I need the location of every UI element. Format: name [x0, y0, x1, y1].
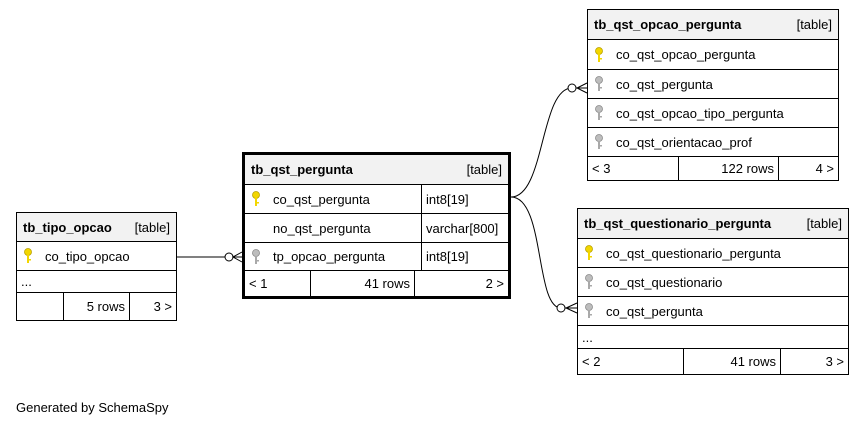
table-kind: [table] — [466, 162, 502, 177]
column-row[interactable]: co_tipo_opcao — [17, 242, 176, 271]
table-footer: < 3 122 rows 4 > — [588, 157, 838, 180]
footer-parents[interactable]: < 2 — [578, 349, 684, 374]
column-row[interactable]: no_qst_pergunta varchar[800] — [245, 214, 508, 243]
relationship-crowfoot — [564, 302, 578, 314]
primary-key-icon — [594, 46, 608, 63]
table-kind: [table] — [806, 216, 842, 231]
table-tb-qst-opcao-pergunta[interactable]: tb_qst_opcao_pergunta [table] co_qst_opc… — [587, 9, 839, 181]
column-type: int8[19] — [421, 243, 508, 270]
table-name: tb_qst_pergunta — [251, 162, 353, 177]
relationship-optional-marker — [567, 83, 577, 93]
column-row[interactable]: co_qst_pergunta — [578, 297, 848, 326]
column-name: co_qst_pergunta — [273, 191, 370, 207]
relationship-crowfoot — [575, 82, 588, 94]
foreign-key-icon — [584, 303, 598, 319]
column-row[interactable]: co_qst_questionario — [578, 268, 848, 297]
footer-row-count: 122 rows — [679, 157, 779, 180]
column-name: co_qst_opcao_tipo_pergunta — [616, 105, 784, 121]
column-name: co_qst_questionario — [606, 274, 723, 290]
table-kind: [table] — [796, 17, 832, 32]
footer-children[interactable]: 2 > — [485, 276, 504, 291]
column-row[interactable]: co_qst_orientacao_prof — [588, 128, 838, 157]
table-name: tb_qst_opcao_pergunta — [594, 17, 742, 32]
relationship-optional-marker — [224, 252, 234, 262]
footer-parents[interactable] — [17, 293, 64, 320]
table-name: tb_qst_questionario_pergunta — [584, 216, 772, 231]
relationship-pergunta-to-questionario-pergunta — [510, 196, 562, 309]
table-header: tb_qst_opcao_pergunta [table] — [588, 10, 838, 40]
footer-children[interactable]: 4 > — [815, 161, 834, 176]
column-name: no_qst_pergunta — [273, 220, 371, 236]
footer-row-count: 5 rows — [64, 293, 130, 320]
column-row[interactable]: co_qst_pergunta — [588, 70, 838, 99]
table-tb-qst-pergunta[interactable]: tb_qst_pergunta [table] co_qst_pergunta … — [242, 152, 511, 299]
footer-children[interactable]: 3 > — [153, 299, 172, 314]
column-name: tp_opcao_pergunta — [273, 249, 386, 264]
column-row[interactable]: tp_opcao_pergunta int8[19] — [245, 243, 508, 271]
table-footer: < 1 41 rows 2 > — [245, 271, 508, 296]
primary-key-icon — [23, 248, 37, 264]
relationship-crowfoot — [231, 251, 243, 263]
column-type: int8[19] — [421, 185, 508, 213]
column-name: co_qst_pergunta — [616, 76, 713, 92]
column-row[interactable]: co_qst_pergunta int8[19] — [245, 185, 508, 214]
footer-parents[interactable]: < 1 — [245, 271, 311, 296]
primary-key-icon — [584, 245, 598, 261]
more-columns: ... — [17, 271, 176, 293]
footer-parents[interactable]: < 3 — [588, 157, 679, 180]
table-tb-tipo-opcao[interactable]: tb_tipo_opcao [table] co_tipo_opcao ... … — [16, 212, 177, 321]
footer-row-count: 41 rows — [684, 349, 781, 374]
table-footer: 5 rows 3 > — [17, 293, 176, 320]
table-header: tb_qst_pergunta [table] — [245, 155, 508, 185]
column-row[interactable]: co_qst_opcao_tipo_pergunta — [588, 99, 838, 128]
table-header: tb_qst_questionario_pergunta [table] — [578, 209, 848, 239]
table-kind: [table] — [134, 219, 170, 235]
column-name: co_qst_pergunta — [606, 303, 703, 319]
column-name: co_tipo_opcao — [45, 248, 130, 264]
column-row[interactable]: co_qst_questionario_pergunta — [578, 239, 848, 268]
column-row[interactable]: co_qst_opcao_pergunta — [588, 40, 838, 70]
foreign-key-icon — [594, 105, 608, 121]
table-tb-qst-questionario-pergunta[interactable]: tb_qst_questionario_pergunta [table] co_… — [577, 208, 849, 375]
relationship-pergunta-to-opcao-pergunta — [510, 87, 573, 198]
table-footer: < 2 41 rows 3 > — [578, 349, 848, 374]
footer-children[interactable]: 3 > — [825, 354, 844, 369]
foreign-key-icon — [594, 134, 608, 150]
more-columns: ... — [578, 326, 848, 349]
foreign-key-icon — [584, 274, 598, 290]
generated-by-label: Generated by SchemaSpy — [16, 400, 169, 415]
table-header: tb_tipo_opcao [table] — [17, 213, 176, 242]
primary-key-icon — [251, 191, 265, 207]
relationship-optional-marker — [556, 303, 566, 313]
column-name: co_qst_orientacao_prof — [616, 134, 752, 150]
foreign-key-icon — [594, 76, 608, 92]
column-name: co_qst_opcao_pergunta — [616, 47, 756, 62]
footer-row-count: 41 rows — [311, 271, 415, 296]
foreign-key-icon — [251, 248, 265, 265]
column-type: varchar[800] — [421, 214, 508, 242]
table-name: tb_tipo_opcao — [23, 219, 112, 235]
column-name: co_qst_questionario_pergunta — [606, 245, 781, 261]
